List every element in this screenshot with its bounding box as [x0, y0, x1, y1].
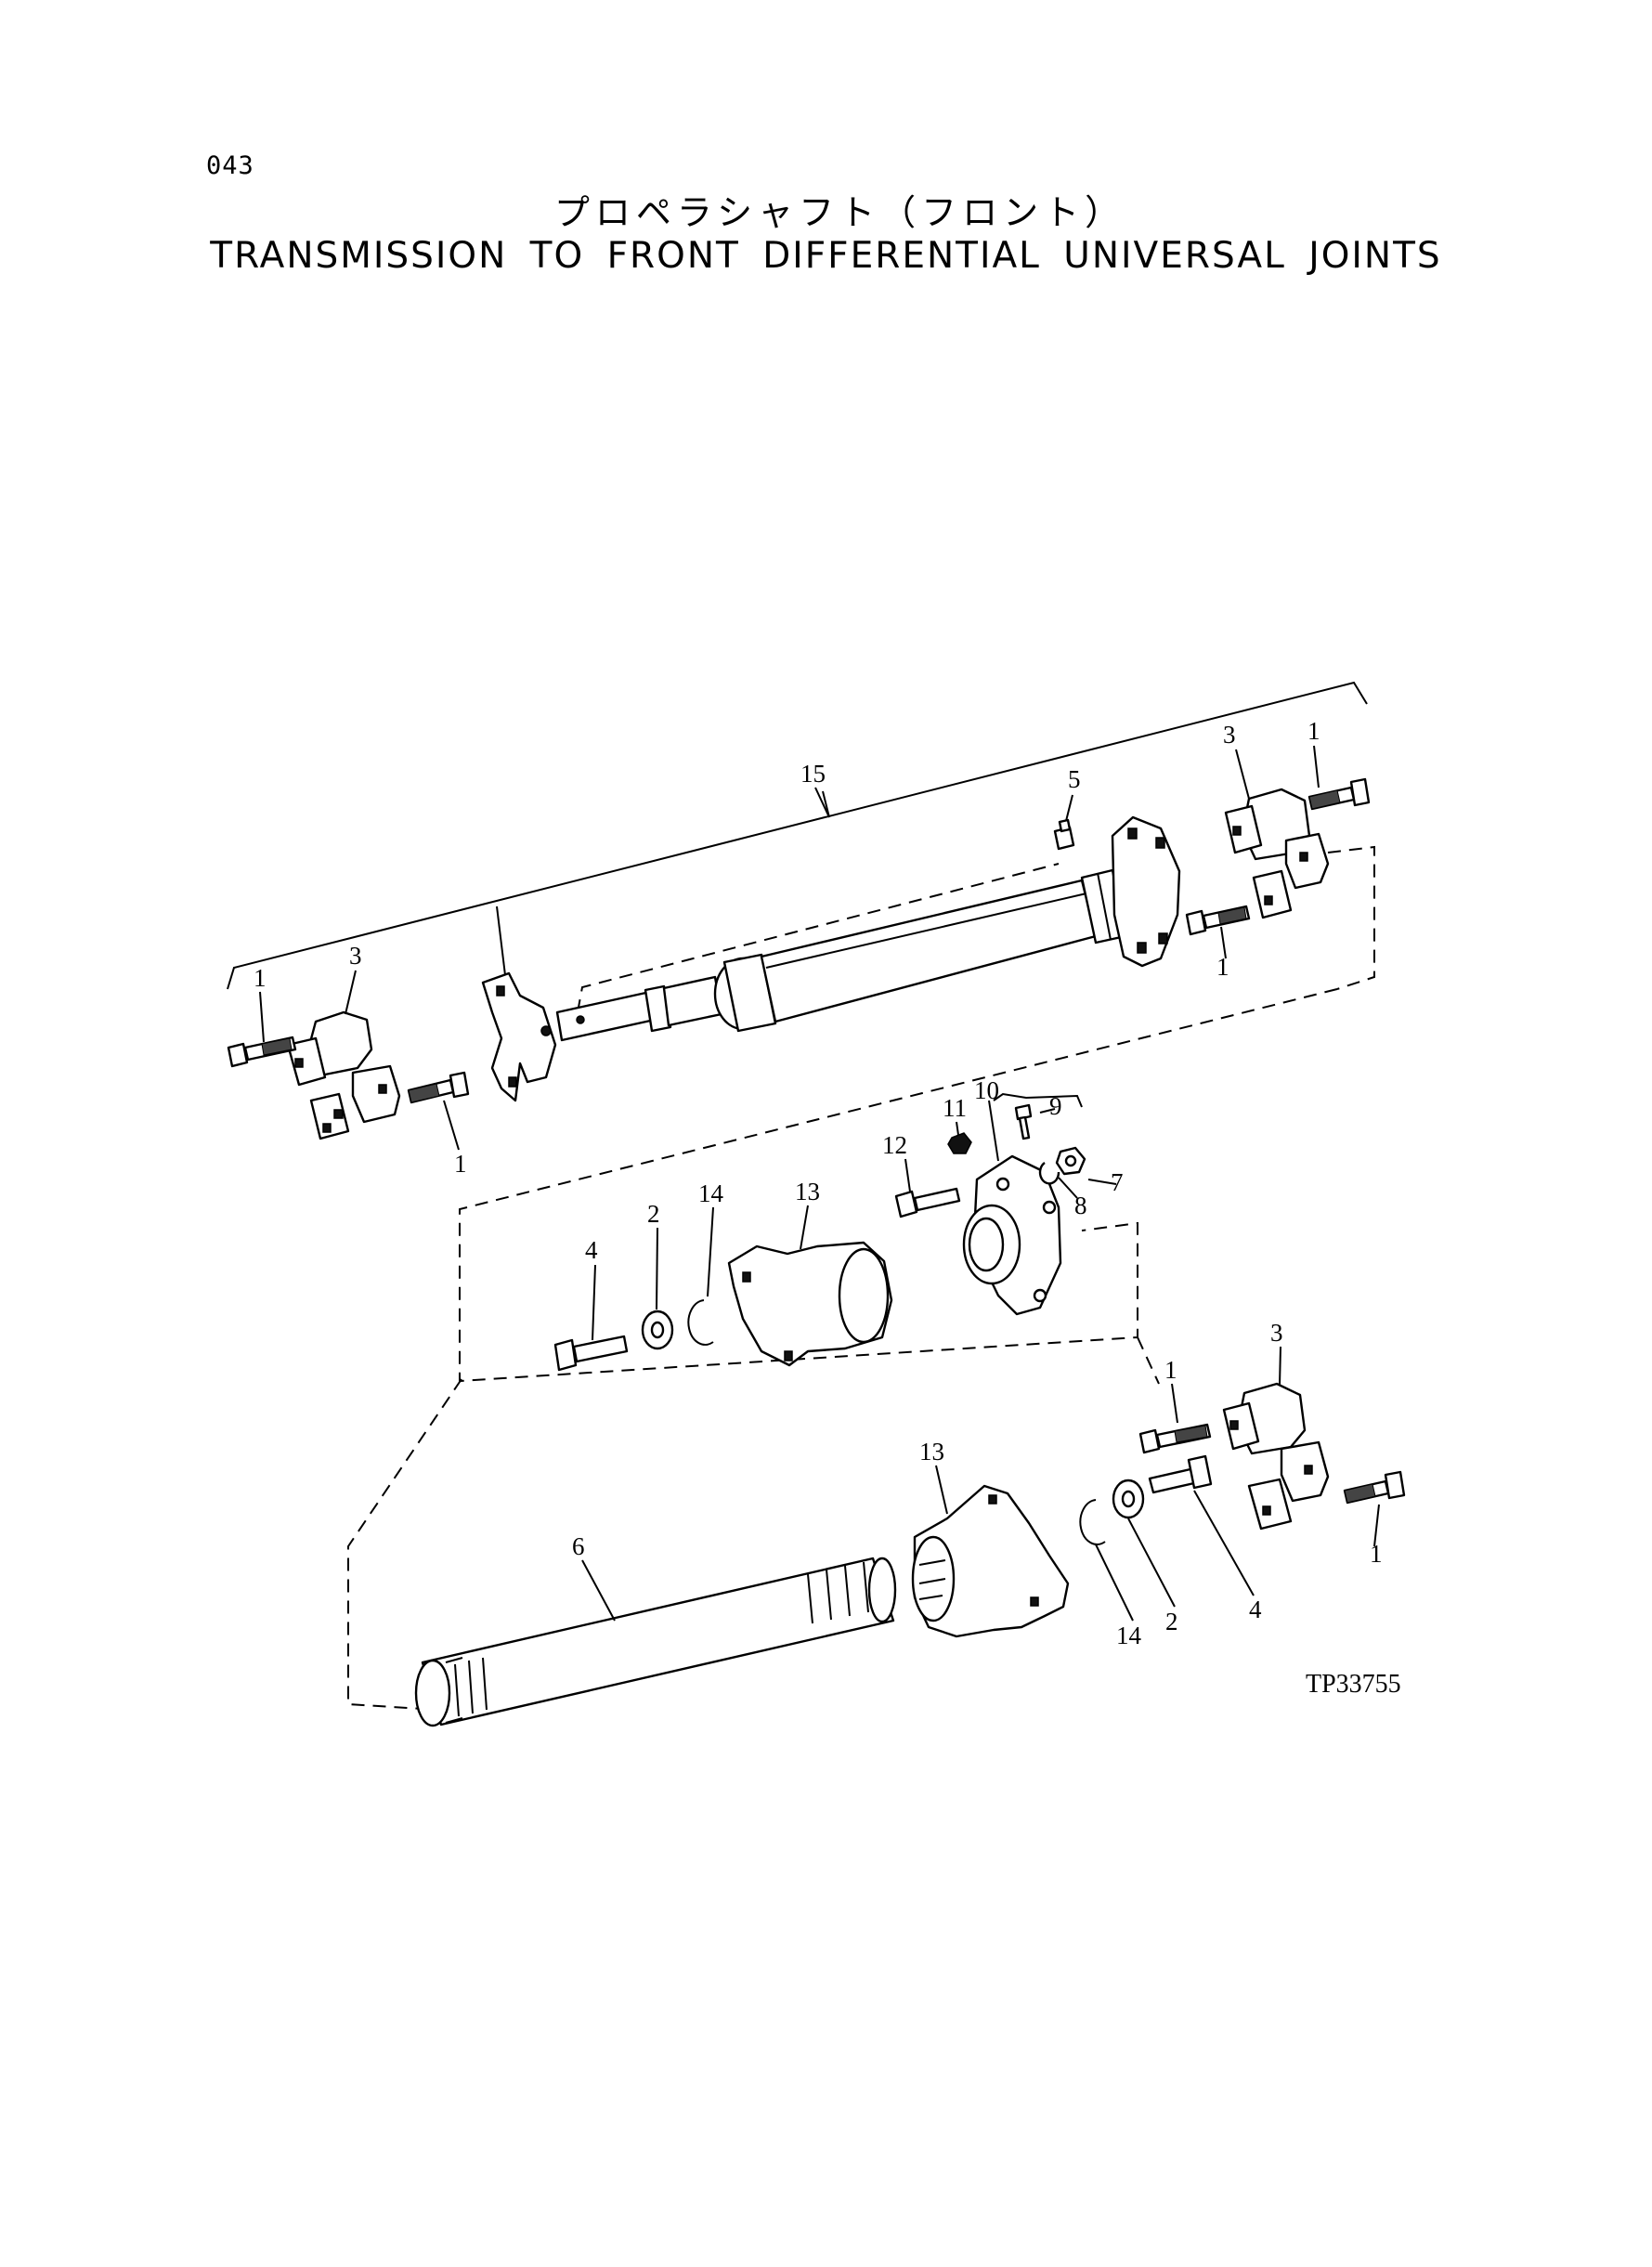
- callout-1: 1: [1307, 717, 1320, 745]
- bolt-12: [894, 1187, 961, 1218]
- figure-code: TP33755: [1306, 1670, 1401, 1699]
- snap-ring-14-middle: [687, 1299, 714, 1346]
- snap-ring-14-lower: [1079, 1499, 1106, 1545]
- page-number: 043: [206, 151, 254, 180]
- center-bearing-10: [962, 1154, 1062, 1316]
- callout-10: 10: [974, 1076, 999, 1104]
- bolt-1-right-mid: [1185, 905, 1251, 936]
- grease-fitting-5: [1053, 818, 1075, 851]
- leader-lines: [259, 745, 1380, 1622]
- universal-joint-left: [286, 1010, 401, 1140]
- bolt-1-left-lower: [407, 1071, 470, 1104]
- callout-4: 4: [1249, 1596, 1262, 1623]
- callout-6: 6: [572, 1532, 585, 1560]
- callout-labels: 15 5 3 1 1 3 1 1 10 9 11 12 7 8 4 2 14 1…: [254, 717, 1383, 1649]
- callout-14: 14: [1116, 1622, 1142, 1649]
- washer-2-lower: [1112, 1479, 1145, 1519]
- nut-7: [1055, 1146, 1086, 1176]
- callout-4: 4: [585, 1236, 598, 1264]
- lock-washer-8: [1038, 1162, 1060, 1185]
- bolt-9: [1014, 1103, 1033, 1140]
- callout-2: 2: [1165, 1608, 1178, 1635]
- callout-3: 3: [349, 942, 362, 970]
- bolt-1-lower-left: [1138, 1423, 1212, 1454]
- callout-8: 8: [1074, 1192, 1087, 1219]
- bolt-1-right-upper: [1307, 777, 1371, 811]
- callout-3: 3: [1223, 721, 1236, 749]
- flange-yoke-13-middle: [727, 1241, 893, 1367]
- callout-9: 9: [1049, 1092, 1062, 1120]
- universal-joint-right-lower: [1222, 1382, 1330, 1531]
- callout-3: 3: [1270, 1319, 1283, 1347]
- bolt-1-lower-right: [1343, 1470, 1406, 1505]
- spline-shaft-6: [414, 1557, 897, 1727]
- flange-yoke-13-lower: [911, 1484, 1070, 1638]
- nut-11: [947, 1132, 972, 1154]
- bolt-1-left-upper: [227, 1036, 297, 1068]
- callout-1: 1: [1216, 953, 1229, 981]
- callout-15: 15: [800, 760, 826, 788]
- page-title-japanese: プロペラシャフト（フロント）: [553, 192, 1126, 233]
- universal-joint-right-upper: [1224, 788, 1330, 919]
- callout-5: 5: [1068, 765, 1081, 793]
- callout-13: 13: [795, 1178, 820, 1205]
- callout-1: 1: [254, 964, 267, 992]
- page-title: TRANSMISSION TO FRONT DIFFERENTIAL UNIVE…: [210, 235, 1442, 277]
- callout-2: 2: [647, 1200, 660, 1228]
- washer-2-middle: [641, 1309, 674, 1350]
- left-slip-yoke: [481, 971, 557, 1102]
- bolt-4-middle: [553, 1335, 629, 1372]
- callout-13: 13: [919, 1438, 944, 1466]
- callout-7: 7: [1111, 1168, 1124, 1196]
- callout-1: 1: [454, 1150, 467, 1178]
- bolt-4-lower: [1148, 1454, 1213, 1494]
- propeller-shaft-15: [555, 868, 1127, 1042]
- callout-14: 14: [698, 1179, 724, 1207]
- callout-11: 11: [943, 1094, 967, 1122]
- callout-1: 1: [1164, 1356, 1177, 1384]
- callout-1: 1: [1370, 1540, 1383, 1568]
- callout-12: 12: [882, 1131, 907, 1159]
- assembly-bracket-15: [227, 681, 1368, 990]
- right-flange-yoke: [1111, 815, 1181, 968]
